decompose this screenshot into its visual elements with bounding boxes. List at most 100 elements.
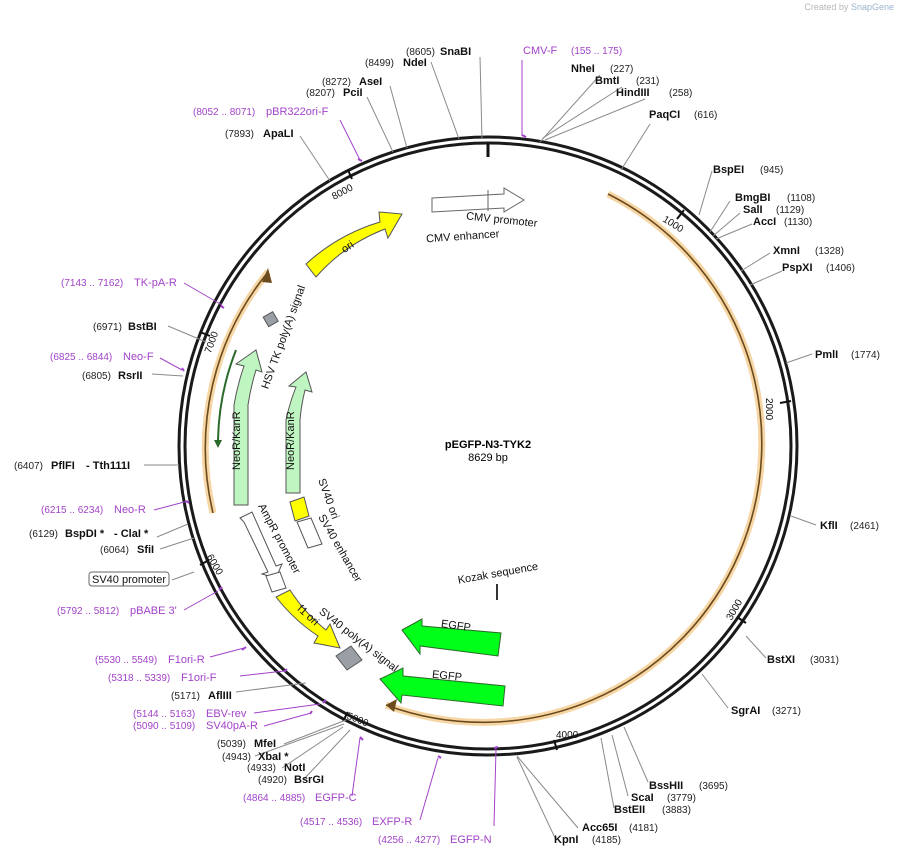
tick-label-2000: 2000: [763, 398, 774, 421]
site-pos-scai: (3779): [667, 793, 696, 804]
site-pos-sfii: (6064): [100, 545, 129, 556]
site-name-clai: - ClaI *: [114, 528, 149, 540]
site-name-bsrgi: BsrGI: [294, 774, 324, 786]
site-name-acci: AccI: [753, 216, 776, 228]
primer-name-f1ori-r: F1ori-R: [168, 654, 205, 666]
sv40-promoter-label: SV40 promoter: [92, 574, 166, 586]
site-name-bsshii: BssHII: [649, 780, 683, 792]
neo-orf-line: [217, 349, 237, 441]
site-pos-sali: (1129): [776, 205, 804, 216]
primer-range-neo-f: (6825 .. 6844): [50, 352, 112, 363]
site-name-mfei: MfeI: [254, 738, 276, 750]
site-name-kpni: KpnI: [554, 834, 578, 846]
site-name-noti: NotI: [284, 762, 305, 774]
plasmid-name: pEGFP-N3-TYK2: [445, 439, 531, 451]
site-name-pflfi: PflFI: [51, 460, 75, 472]
site-name-pmli: PmlI: [815, 349, 838, 361]
site-name-bstxi: BstXI: [767, 654, 795, 666]
site-name-sgrai: SgrAI: [731, 705, 760, 717]
site-pos-bstbi: (6971): [93, 322, 122, 333]
site-name-tth111i: - Tth111I: [86, 460, 130, 472]
tick-marks: [199, 143, 792, 751]
site-name-afliii: AflIII: [208, 690, 232, 702]
backbone-outer: [177, 135, 799, 757]
site-pos-noti: (4933): [247, 763, 276, 774]
site-pos-kfli: (2461): [850, 521, 879, 532]
primer-name-ebv-rev: EBV-rev: [206, 708, 247, 720]
site-pos-xmni: (1328): [815, 246, 844, 257]
site-name-hindiii: HindIII: [616, 87, 650, 99]
snapgene-credit: Created by SnapGene: [804, 2, 894, 12]
site-name-acc65i: Acc65I: [582, 822, 617, 834]
primer-name-pbabe3: pBABE 3': [130, 605, 177, 617]
restriction-site-labels: (8605) SnaBI (8499) NdeI (8272) AseI (82…: [14, 46, 880, 846]
site-name-rsrii: RsrII: [118, 370, 142, 382]
site-pos-apali: (7893): [225, 129, 254, 140]
sv40-promoter-box: [88, 571, 170, 587]
egfp-inner-label: EGFP: [440, 618, 471, 634]
primer-leaders: [153, 60, 523, 827]
site-pos-snabi: (8605): [406, 47, 435, 58]
site-name-bspei: BspEI: [713, 164, 744, 176]
primer-range-egfp-n: (4256 .. 4277): [378, 835, 440, 846]
primer-name-pbr322ori-f: pBR322ori-F: [266, 106, 329, 118]
site-name-bmti: BmtI: [595, 75, 619, 87]
site-pos-bsteii: (3883): [662, 805, 691, 816]
site-pos-bmgbi: (1108): [787, 193, 815, 204]
primer-range-pbr322ori-f: (8052 .. 8071): [193, 107, 255, 118]
orf-arc-left-head: [262, 268, 272, 283]
site-name-sali: SalI: [743, 204, 763, 216]
site-pos-rsrii: (6805): [82, 371, 111, 382]
ori-arrow: [305, 211, 403, 278]
ori-label: ori: [339, 239, 356, 256]
site-pos-bmti: (231): [636, 76, 659, 87]
orf-arc-left-line: [204, 271, 269, 514]
site-name-sfii: SfiI: [137, 544, 154, 556]
primer-range-egfp-c: (4864 .. 4885): [243, 793, 305, 804]
primer-range-tk-pa-r: (7143 .. 7162): [61, 278, 123, 289]
sv40-polya-box: [335, 645, 363, 671]
hsv-tk-label: HSV TK poly(A) signal: [259, 284, 308, 391]
primer-name-sv40pa-r: SV40pA-R: [206, 720, 258, 732]
sv40-enhancer-box: [296, 517, 323, 549]
site-name-xbai: XbaI *: [258, 751, 289, 763]
site-pos-sgrai: (3271): [772, 706, 801, 717]
primer-range-exfp-r: (4517 .. 4536): [300, 817, 362, 828]
orf-arc-main-line: [385, 193, 763, 724]
site-name-pspxi: PspXI: [782, 262, 813, 274]
credit-brand: SnapGene: [850, 2, 894, 12]
site-name-kfli: KflI: [820, 520, 838, 532]
plasmid-length: 8629 bp: [468, 452, 508, 464]
site-pos-bspdi: (6129): [29, 529, 58, 540]
cmv-arrow: [431, 187, 525, 213]
primer-name-f1ori-f: F1ori-F: [181, 672, 217, 684]
primer-range-sv40pa-r: (5090 .. 5109): [133, 721, 195, 732]
egfp-arrow-outer: [379, 667, 506, 707]
hsv-tk-polya-box: [262, 310, 279, 328]
site-pos-xbai: (4943): [222, 752, 251, 763]
credit-prefix: Created by: [804, 2, 849, 12]
site-name-scai: ScaI: [631, 792, 654, 804]
f1-ori-arrow: [275, 589, 341, 649]
site-name-nhei: NheI: [571, 63, 595, 75]
site-pos-acci: (1130): [784, 217, 812, 228]
site-pos-mfei: (5039): [217, 739, 246, 750]
primer-name-neo-f: Neo-F: [123, 351, 154, 363]
sv40-ori-box: [289, 496, 310, 522]
sv40-enhancer-label: SV40 enhancer: [315, 513, 363, 585]
primer-name-neo-r: Neo-R: [114, 504, 146, 516]
primer-range-f1ori-f: (5318 .. 5339): [108, 673, 170, 684]
primer-name-exfp-r: EXFP-R: [372, 816, 412, 828]
site-name-bstbi: BstBI: [128, 321, 157, 333]
site-pos-bsrgi: (4920): [258, 775, 287, 786]
primer-markers: [181, 134, 527, 759]
site-name-snabi: SnaBI: [440, 46, 471, 58]
ampr-small-box: [265, 571, 287, 593]
site-pos-ndei: (8499): [365, 58, 394, 69]
neor-inner-label: NeoR/KanR: [285, 411, 297, 470]
site-pos-asei: (8272): [322, 77, 351, 88]
primer-range-f1ori-r: (5530 .. 5549): [95, 655, 157, 666]
site-name-asei: AseI: [359, 76, 382, 88]
primer-range-ebv-rev: (5144 .. 5163): [133, 709, 195, 720]
neo-orf-head: [214, 440, 222, 448]
